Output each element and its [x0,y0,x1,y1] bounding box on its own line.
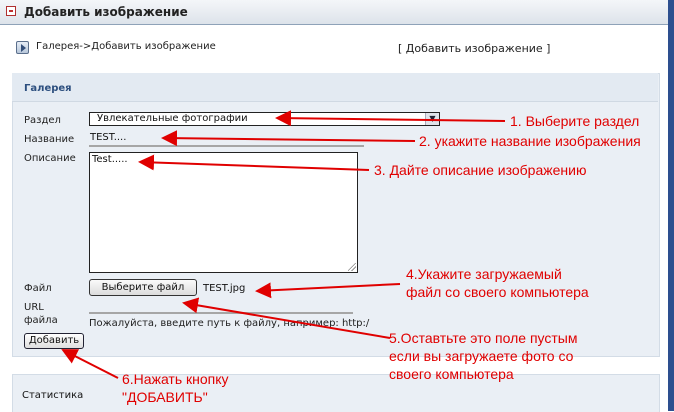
annotation-3: 3. Дайте описание изображению [374,162,587,178]
description-textarea[interactable]: Test..... [89,152,358,273]
choose-file-button[interactable]: Выберите файл [89,279,197,296]
statistics-panel [12,374,660,412]
section-select-value: Увлекательные фотографии [97,113,248,124]
arrow-right-icon [16,41,29,54]
statistics-label: Статистика [22,390,84,401]
breadcrumb[interactable]: Галерея->Добавить изображение [36,41,216,52]
url-hint: Пожалуйста, введите путь к файлу, наприм… [89,318,370,329]
window-title: Добавить изображение [24,5,188,19]
annotation-6-line2: "ДОБАВИТЬ" [122,389,208,405]
selected-file-name: TEST.jpg [203,283,246,294]
add-image-link[interactable]: [ Добавить изображение ] [398,42,551,55]
annotation-4-line1: 4.Укажите загружаемый [406,266,562,282]
arrow-6 [61,349,119,379]
name-label: Название [24,134,75,145]
annotation-2: 2. укажите название изображения [419,133,641,149]
add-button[interactable]: Добавить [24,333,84,349]
description-label: Описание [24,153,76,164]
annotation-6-line1: 6.Нажать кнопку [122,371,229,387]
resize-grip-icon[interactable] [348,263,356,271]
annotation-5-line2: если вы загружаете фото со [389,348,574,364]
panel-title: Галерея [24,83,72,94]
section-label: Раздел [24,115,61,126]
window-title-bar [0,0,674,25]
url-label-line2: файла [24,315,58,326]
collapse-icon[interactable] [6,6,16,16]
name-input[interactable]: TEST.... [89,131,364,147]
window-frame-border [668,0,674,411]
annotation-4-line2: файл со своего компьютера [406,284,589,300]
arrow-2 [161,130,416,147]
url-input[interactable] [89,299,353,314]
annotation-5-line1: 5.Оставтьте это поле пустым [389,330,578,346]
panel-header [12,73,658,102]
annotation-1: 1. Выберите раздел [510,113,640,129]
file-label: Файл [24,283,52,294]
description-value: Test..... [92,154,128,165]
arrow-5 [182,297,391,339]
arrow-3 [138,154,370,171]
arrow-1 [275,110,506,127]
annotation-5-line3: своего компьютера [389,366,514,382]
url-label-line1: URL [24,302,44,313]
section-select[interactable]: Увлекательные фотографии ▼ [89,112,440,126]
arrow-4 [255,282,401,299]
